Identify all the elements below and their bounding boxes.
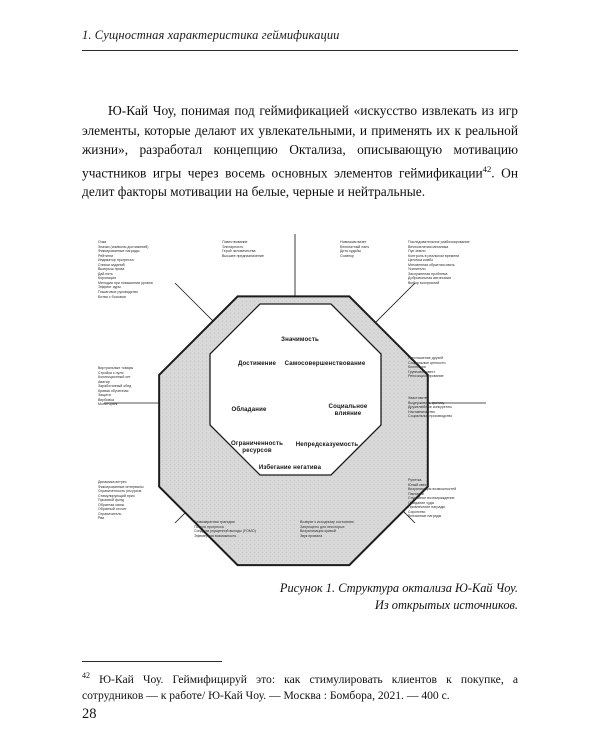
header-rule [82,50,518,51]
core-label-unpredictability: Непредсказуемость [295,441,359,448]
core-label-ownership: Обладание [231,406,267,413]
footnote-text: Ю-Кай Чоу. Геймифицируй это: как стимули… [82,672,518,703]
footnote-marker: 42 [82,671,90,680]
figure-octalysis: Значимость Достижение Самосовершенствова… [82,228,518,568]
core-label-empowerment: Самосовершенствование [284,360,366,367]
body-paragraph: Ю-Кай Чоу, понимая под геймификацией «ис… [82,101,518,202]
figure-caption: Рисунок 1. Структура октализа Ю-Кай Чоу.… [230,580,518,615]
footnote: 42 Ю-Кай Чоу. Геймифицируй это: как стим… [82,668,518,705]
figure-caption-line2: Из открытых источников. [374,598,518,613]
figure-caption-line1: Рисунок 1. Структура октализа Ю-Кай Чоу. [279,581,518,595]
inner-octagon [209,303,382,476]
core-label-loss-avoidance: Избегание негатива [258,464,322,471]
core-label-meaning: Значимость [281,336,319,343]
octalysis-diagram [104,234,486,567]
core-label-accomplishment: Достижение [237,360,277,367]
page-number: 28 [82,706,97,722]
body-paragraph-text: Ю-Кай Чоу, понимая под геймификацией «ис… [82,103,518,181]
running-head: 1. Сущностная характеристика геймификаци… [82,28,340,42]
footnote-reference: 42 [482,163,492,174]
footnote-rule [82,661,222,662]
body-paragraph-tail: . Он делит факторы мотивации на белые, ч… [82,165,518,200]
